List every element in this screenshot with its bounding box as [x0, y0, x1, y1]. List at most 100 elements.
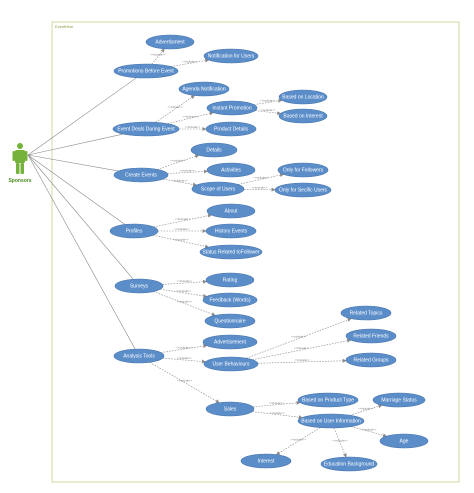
- use-case-instant-promotion[interactable]: Instant Promotion: [206, 100, 258, 116]
- include-analysis-tools-to-user-behaviours: <<include>>: [162, 356, 206, 364]
- include-stereotype-label: <<include>>: [269, 401, 285, 405]
- use-case-based-on-location[interactable]: Based on Location: [278, 89, 328, 105]
- include-based-on-user-information-to-interest: <<include>>: [275, 427, 321, 455]
- use-case-based-on-product-type[interactable]: Based on Product Type: [297, 392, 359, 408]
- use-case-age[interactable]: Age: [379, 433, 429, 449]
- use-case-status-related-to-follower[interactable]: Status Related toFollower: [199, 244, 263, 260]
- use-case-label: History Events: [215, 229, 248, 235]
- use-case-scope-of-users[interactable]: Scope of Users: [191, 181, 245, 197]
- use-case-ellipse: [206, 203, 256, 219]
- include-stereotype-label: <<include>>: [180, 169, 196, 173]
- include-event-deals-during-event-to-product-details: <<include>>: [179, 125, 207, 131]
- include-surveys-to-rating: <<include>>: [162, 279, 208, 285]
- use-case-ellipse: [109, 223, 159, 239]
- use-case-education-background[interactable]: Education Background: [320, 456, 378, 472]
- use-case-questionnaire[interactable]: Questionnaire: [204, 313, 256, 329]
- use-case-create-events[interactable]: Create Events: [113, 167, 169, 183]
- use-case-ellipse: [191, 181, 245, 197]
- use-case-related-friends[interactable]: Related Friends: [345, 328, 397, 344]
- include-promotions-before-event-to-advertisment: <<include>>: [150, 48, 166, 65]
- include-user-behaviours-to-related-groups: <<include>>: [257, 358, 347, 364]
- actor-right-arm: [25, 151, 28, 161]
- use-case-label: Only for Followers: [283, 168, 324, 174]
- use-case-ellipse: [206, 100, 258, 116]
- include-stereotype-label: <<include>>: [176, 289, 192, 293]
- include-stereotype-label: <<include>>: [173, 237, 189, 241]
- use-case-ellipse: [379, 433, 429, 449]
- use-case-profiles[interactable]: Profiles: [109, 223, 159, 239]
- include-line: [252, 400, 301, 408]
- use-case-label: Notification for Users: [208, 54, 255, 60]
- use-case-ellipse: [206, 162, 256, 178]
- include-based-on-user-information-to-education-background: <<include>>: [332, 427, 348, 458]
- use-case-agenda-notification[interactable]: Agenda Notification: [178, 81, 230, 97]
- use-case-label: Promotions Before Event: [118, 69, 174, 75]
- use-case-rating[interactable]: Rating: [205, 272, 255, 288]
- include-stereotype-label: <<include>>: [358, 406, 374, 410]
- use-case-label: Advertisment: [155, 40, 185, 46]
- include-stereotype-label: <<include>>: [176, 345, 192, 349]
- use-case-advertisment[interactable]: Advertisment: [145, 34, 195, 50]
- include-line: [167, 111, 214, 125]
- use-case-ellipse: [205, 223, 257, 239]
- use-case-label: Based on Interest: [283, 114, 323, 120]
- use-case-label: User Behaviours: [213, 362, 250, 368]
- use-case-label: Feedback (Words): [209, 298, 250, 304]
- use-case-notification-for-users[interactable]: Notification for Users: [203, 48, 259, 64]
- include-stereotype-label: <<include>>: [252, 186, 268, 190]
- use-case-history-events[interactable]: History Events: [205, 223, 257, 239]
- use-case-ellipse: [204, 313, 256, 329]
- use-case-ellipse: [113, 63, 179, 79]
- include-line: [333, 427, 347, 458]
- actor-sponsors[interactable]: Sponsors: [8, 143, 32, 184]
- use-case-surveys[interactable]: Surveys: [114, 278, 164, 294]
- use-case-details[interactable]: Details: [190, 142, 238, 158]
- use-case-label: Create Events: [125, 173, 157, 179]
- include-stereotype-label: <<include>>: [177, 279, 193, 283]
- include-line: [162, 279, 208, 285]
- use-case-related-groups[interactable]: Related Groups: [345, 352, 397, 368]
- association-lines: [27, 77, 137, 350]
- include-stereotype-label: <<include>>: [270, 411, 286, 415]
- use-case-about[interactable]: About: [206, 203, 256, 219]
- include-profiles-to-status-related-to-follower: <<include>>: [153, 234, 210, 249]
- use-case-label: Related Groups: [353, 358, 389, 364]
- use-case-product-details[interactable]: Product Details: [205, 121, 257, 137]
- use-case-advertisement[interactable]: Advertisement: [202, 334, 258, 350]
- include-based-on-user-information-to-age: <<include>>: [351, 426, 387, 438]
- use-case-user-behaviours[interactable]: User Behaviours: [203, 356, 259, 372]
- include-profiles-to-about: <<include>>: [153, 213, 212, 228]
- actor-left-arm: [12, 151, 15, 161]
- use-case-promotions-before-event[interactable]: Promotions Before Event: [113, 63, 179, 79]
- include-stereotype-label: <<include>>: [260, 108, 276, 112]
- use-case-only-for-secific-users[interactable]: Only for Secific Users: [274, 182, 332, 198]
- use-case-ellipse: [112, 121, 180, 137]
- association-create-events: [27, 154, 119, 172]
- include-sales-to-based-on-product-type: <<include>>: [252, 400, 301, 408]
- include-line: [163, 178, 197, 187]
- use-case-sales[interactable]: Sales: [205, 401, 255, 417]
- use-case-related-topics[interactable]: Related Topics: [340, 305, 392, 321]
- include-stereotype-label: <<include>>: [253, 176, 269, 180]
- use-case-analysis-tools[interactable]: Analysis Tools: [113, 348, 165, 364]
- use-case-label: Advertisement: [214, 340, 247, 346]
- use-case-ellipse: [145, 34, 195, 50]
- include-line: [153, 234, 210, 249]
- include-stereotype-label: <<include>>: [170, 159, 186, 163]
- use-case-only-for-followers[interactable]: Only for Followers: [277, 162, 329, 178]
- use-case-based-on-user-information[interactable]: Based on User Information: [297, 413, 365, 429]
- use-case-event-deals-during-event[interactable]: Event Deals During Event: [112, 121, 180, 137]
- include-stereotype-label: <<include>>: [167, 105, 183, 109]
- use-case-label: Based on Product Type: [302, 398, 354, 404]
- use-case-label: Sales: [224, 407, 237, 413]
- use-case-ellipse: [345, 352, 397, 368]
- use-case-feedback-words[interactable]: Feedback (Words): [202, 292, 258, 308]
- use-case-interest[interactable]: Interest: [240, 453, 292, 469]
- include-line: [153, 213, 212, 228]
- use-case-marriage-status[interactable]: Marriage Status: [372, 392, 426, 408]
- use-case-activities[interactable]: Activities: [206, 162, 256, 178]
- use-case-ellipse: [202, 292, 258, 308]
- use-case-based-on-interest[interactable]: Based on Interest: [278, 108, 328, 124]
